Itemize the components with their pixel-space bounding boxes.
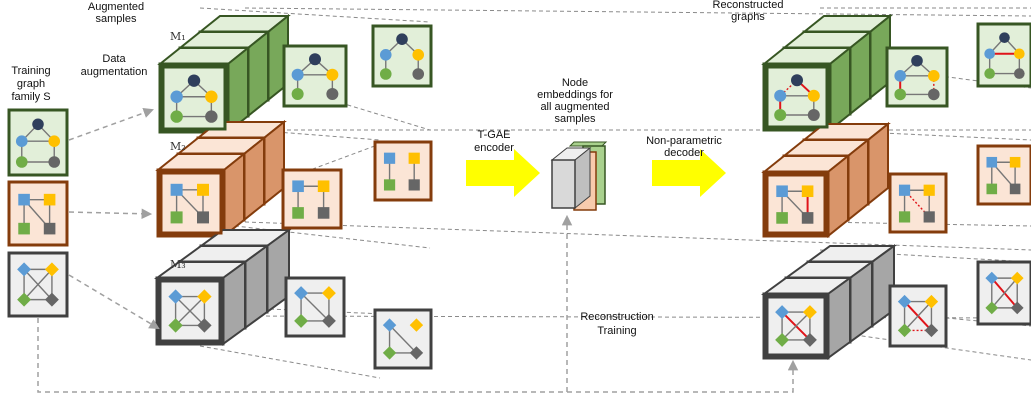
tgae-encoder-label-line: T-GAE <box>477 129 510 141</box>
augmented-samples-label-line: samples <box>96 13 137 25</box>
graph-cards <box>7 22 1031 370</box>
reconstructed-graphs-label-line: graphs <box>731 11 765 23</box>
rec-m1-mid <box>885 46 949 108</box>
rec-m3-back <box>976 260 1031 326</box>
rec-m1-back <box>976 22 1031 88</box>
aug-m3-front <box>158 279 222 343</box>
training-graph-family-label-line: graph <box>17 78 45 90</box>
decoder-arrow <box>652 149 726 197</box>
training-graph-family-label-line: family S <box>11 91 50 103</box>
rec-m3-front <box>765 295 827 357</box>
training-graph-square <box>7 180 69 247</box>
m3-label: M₃ <box>170 258 186 271</box>
aug-m3-mid <box>284 276 346 338</box>
node-embeddings-label-line: embeddings for <box>537 89 613 101</box>
node-embeddings-label-line: samples <box>555 113 596 125</box>
augmentation-arrows <box>37 107 799 393</box>
rec-m2-mid <box>888 172 948 234</box>
node-embeddings-label-line: all augmented <box>540 101 609 113</box>
aug-m2-mid <box>281 168 343 230</box>
m2-label: M₂ <box>170 140 186 153</box>
reconstruction-training-label-line: Reconstruction <box>580 311 653 323</box>
rec-m2-front <box>765 173 827 235</box>
aug-m1-back <box>371 24 433 88</box>
training-graph-tri <box>7 108 69 177</box>
data-augmentation-label-line: Data <box>102 53 126 65</box>
reconstruction-training-label-line: Training <box>597 325 636 337</box>
aug-m2-back <box>373 140 433 202</box>
encoder-arrow <box>466 149 540 197</box>
node-embeddings-label-line: Node <box>562 77 588 89</box>
aug-m2-front <box>159 171 223 235</box>
decoder-label-line: decoder <box>664 147 704 159</box>
aug-m3-back <box>373 308 433 370</box>
aug-m1-mid <box>282 44 348 108</box>
node-embeddings-stack <box>550 141 608 211</box>
training-graph-family-label-line: Training <box>11 65 50 77</box>
augmented-samples-label-line: Augmented <box>88 1 144 13</box>
reconstructed-graphs-label-line: Reconstructed <box>713 0 784 11</box>
rec-m2-back <box>976 144 1031 206</box>
rec-m1-front <box>765 65 829 129</box>
training-graph-diamond <box>7 251 69 318</box>
reconstructed-stack-m2 <box>761 121 891 239</box>
tgae-encoder-label-line: encoder <box>474 142 514 154</box>
aug-m1-front <box>161 65 227 131</box>
data-augmentation-label-line: augmentation <box>81 66 148 78</box>
rec-m3-mid <box>888 284 948 348</box>
m1-label: M₁ <box>170 30 186 43</box>
decoder-label-line: Non-parametric <box>646 135 722 147</box>
